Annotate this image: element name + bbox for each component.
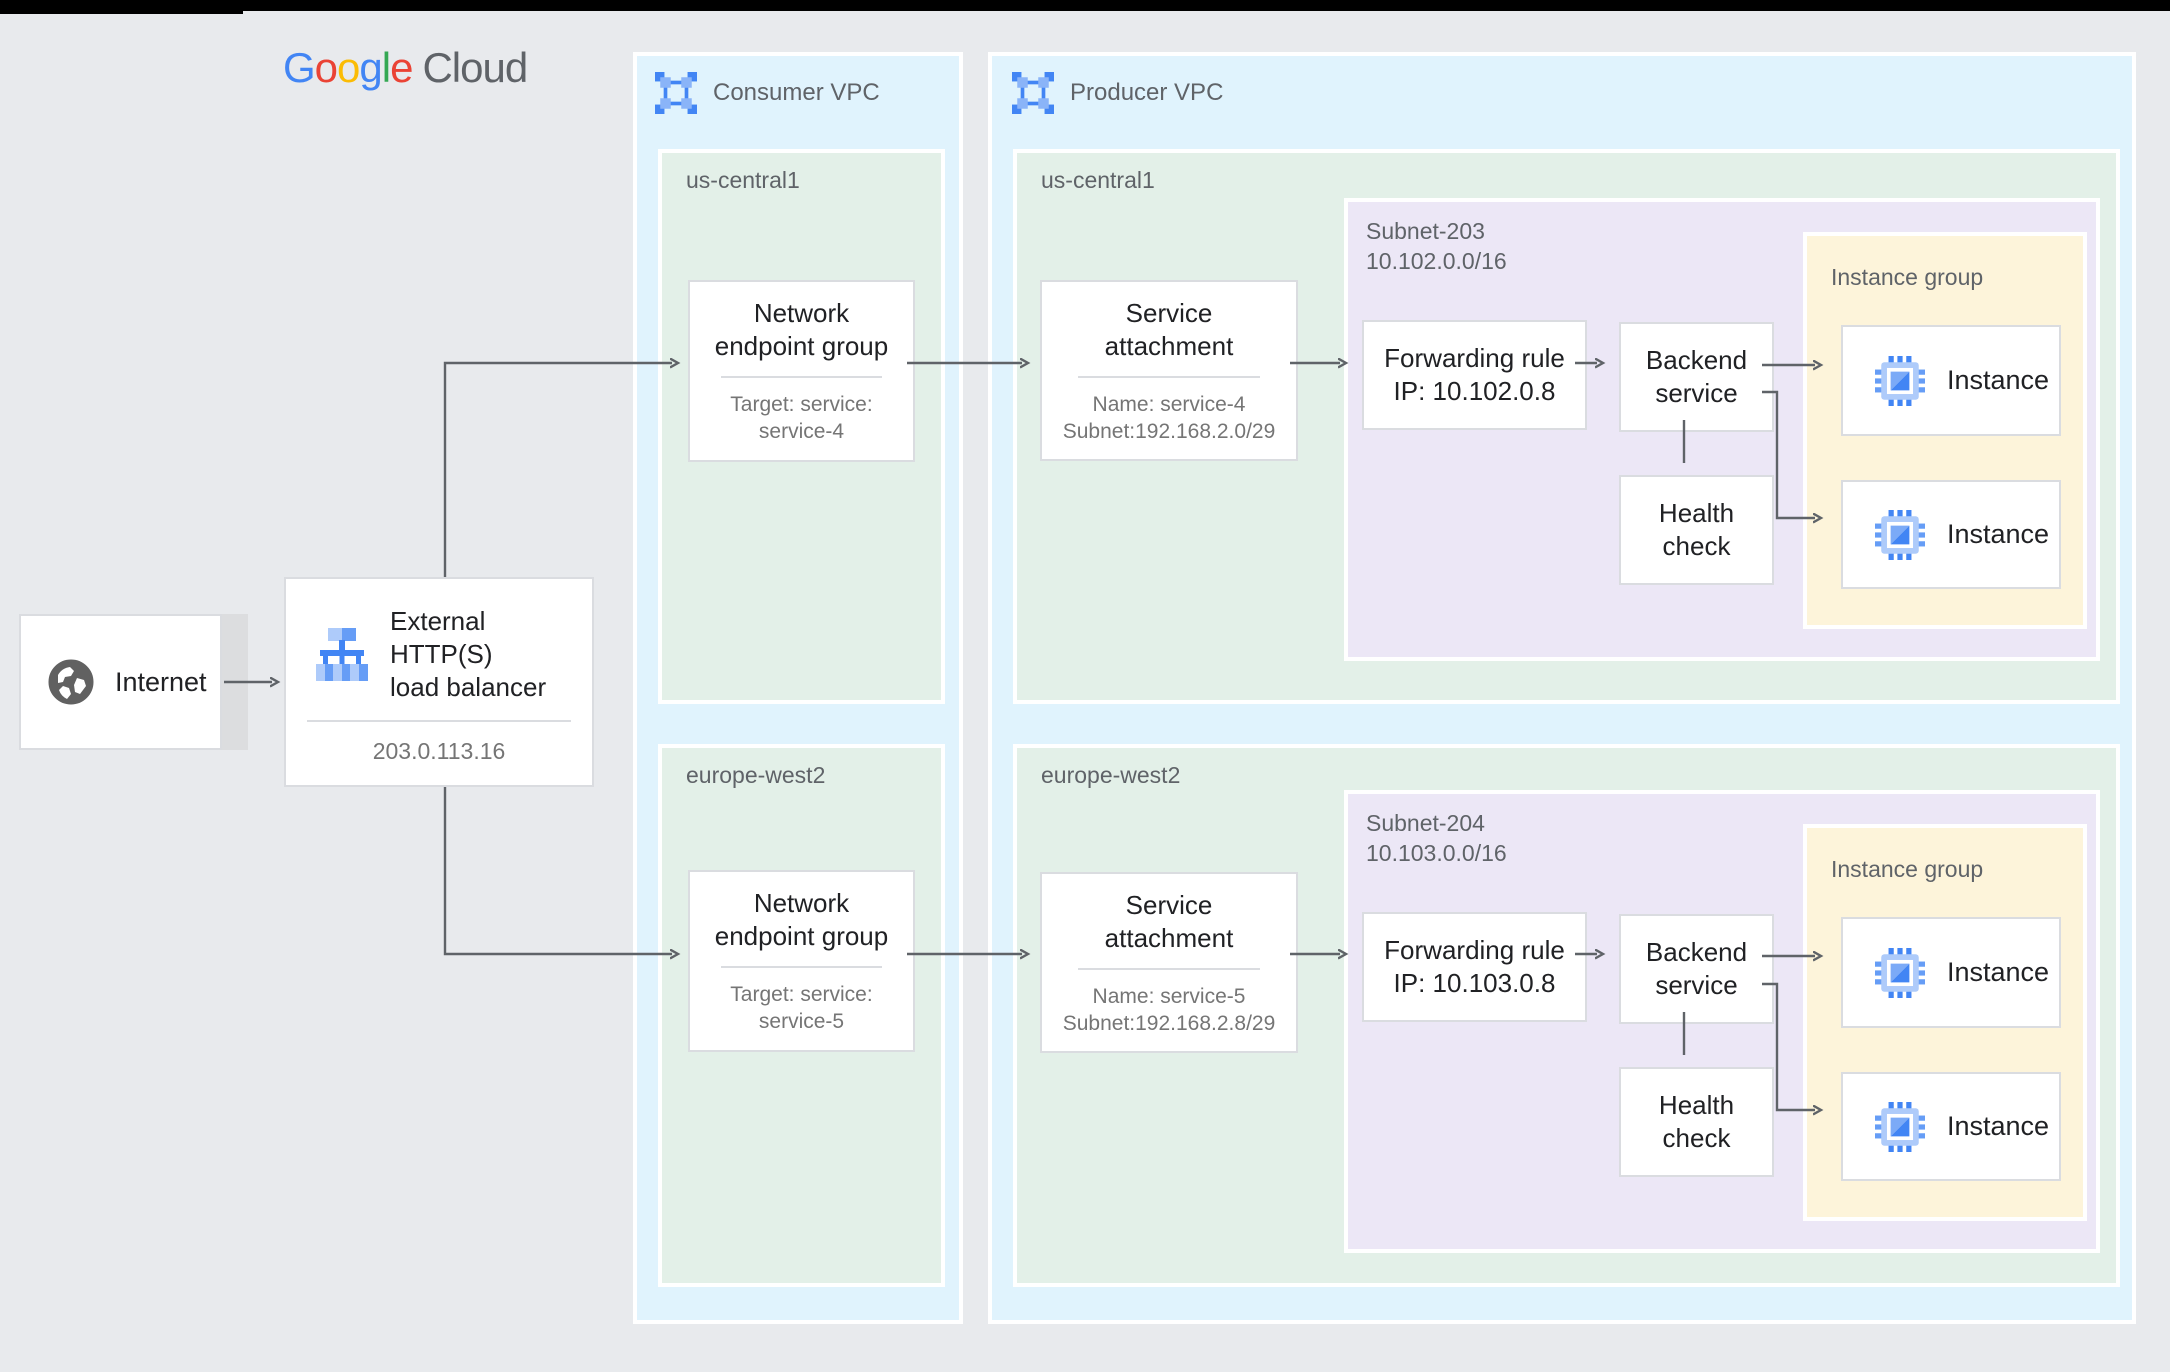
- producer-vpc-label: Producer VPC: [1070, 79, 1224, 106]
- subnet-204-container: Subnet-204 10.103.0.0/16 Forwarding rule…: [1344, 790, 2100, 1253]
- divider: [307, 720, 571, 722]
- vpc-frame-icon: [1012, 72, 1054, 114]
- compute-chip-icon: [1875, 947, 1925, 998]
- instance-card: Instance: [1841, 325, 2061, 436]
- backend-service-card: Backend service: [1619, 322, 1774, 432]
- instance-group-label: Instance group: [1831, 264, 1984, 290]
- card-subtitle: Target: service: service-4: [730, 393, 873, 443]
- logo-letter: g: [359, 44, 382, 91]
- consumer-vpc-label: Consumer VPC: [713, 79, 880, 106]
- instance-label: Instance: [1947, 1111, 2050, 1141]
- compute-chip-icon: [1875, 355, 1925, 406]
- instance-label: Instance: [1947, 519, 2050, 549]
- load-balancer-ip: 203.0.113.16: [372, 738, 506, 764]
- producer-region-us-central1: us-central1 Service attachment Name: ser…: [1013, 149, 2120, 704]
- producer-region-europe-west2: europe-west2 Service attachment Name: se…: [1013, 744, 2120, 1287]
- instance-group-container: Instance group: [1803, 824, 2087, 1221]
- instance-label: Instance: [1947, 365, 2050, 395]
- consumer-vpc-container: Consumer VPC us-central1 Network endpoin…: [633, 52, 963, 1324]
- card-title: Backend service: [1645, 345, 1748, 408]
- region-label: us-central1: [686, 167, 800, 193]
- subnet-label: Subnet-203 10.102.0.0/16: [1366, 218, 1507, 274]
- consumer-region-europe-west2: europe-west2 Network endpoint group Targ…: [658, 744, 945, 1287]
- health-check-card: Health check: [1619, 1067, 1774, 1177]
- globe-icon: [47, 658, 95, 706]
- card-title: Service attachment: [1104, 297, 1234, 361]
- region-label: europe-west2: [686, 762, 826, 788]
- load-balancer-tree-icon: [314, 627, 370, 682]
- instance-group-label: Instance group: [1831, 856, 1984, 882]
- backend-service-card: Backend service: [1619, 914, 1774, 1024]
- vpc-frame-icon: [655, 72, 697, 114]
- card-subtitle: Target: service: service-5: [730, 983, 873, 1033]
- forwarding-rule-card: Forwarding rule IP: 10.103.0.8: [1362, 912, 1587, 1022]
- logo-letter: e: [390, 44, 413, 91]
- consumer-region-us-central1: us-central1 Network endpoint group Targe…: [658, 149, 945, 704]
- divider: [721, 376, 882, 378]
- service-attachment-card: Service attachment Name: service-5 Subne…: [1040, 872, 1298, 1053]
- service-attachment-card: Service attachment Name: service-4 Subne…: [1040, 280, 1298, 461]
- internet-label: Internet: [115, 666, 207, 697]
- network-endpoint-group-card: Network endpoint group Target: service: …: [688, 280, 915, 462]
- card-title: Service attachment: [1104, 889, 1234, 953]
- logo-letter: G: [283, 44, 316, 91]
- logo-letter: o: [314, 44, 338, 91]
- divider: [1077, 375, 1261, 378]
- subnet-label: Subnet-204 10.103.0.0/16: [1366, 810, 1507, 866]
- load-balancer-header: External HTTP(S) load balancer: [286, 579, 592, 704]
- load-balancer-title: External HTTP(S) load balancer: [390, 606, 547, 702]
- card-subtitle: Name: service-5 Subnet:192.168.2.8/29: [1062, 984, 1276, 1035]
- compute-chip-icon: [1875, 509, 1925, 560]
- logo-letter: l: [381, 44, 391, 91]
- card-title: Forwarding rule IP: 10.103.0.8: [1384, 935, 1565, 998]
- card-subtitle: Name: service-4 Subnet:192.168.2.0/29: [1062, 392, 1276, 443]
- card-title: Network endpoint group: [714, 298, 889, 361]
- instance-label: Instance: [1947, 957, 2050, 987]
- instance-card: Instance: [1841, 1072, 2061, 1181]
- external-https-load-balancer-card: External HTTP(S) load balancer 203.0.113…: [284, 577, 594, 787]
- subnet-203-container: Subnet-203 10.102.0.0/16 Forwarding rule…: [1344, 198, 2100, 661]
- card-title: Health check: [1658, 1090, 1735, 1153]
- card-title: Backend service: [1645, 937, 1748, 1000]
- instance-card: Instance: [1841, 917, 2061, 1028]
- card-title: Network endpoint group: [714, 888, 889, 951]
- card-title: Forwarding rule IP: 10.102.0.8: [1384, 343, 1565, 406]
- region-label: europe-west2: [1041, 762, 1181, 788]
- top-black-bar: [0, 0, 2170, 11]
- divider: [1077, 967, 1261, 970]
- producer-vpc-container: Producer VPC us-central1 Service attachm…: [988, 52, 2136, 1324]
- health-check-card: Health check: [1619, 475, 1774, 585]
- logo-letter: o: [337, 44, 360, 91]
- region-label: us-central1: [1041, 167, 1155, 193]
- divider: [721, 966, 882, 968]
- forwarding-rule-card: Forwarding rule IP: 10.102.0.8: [1362, 320, 1587, 430]
- consumer-vpc-header: Consumer VPC: [655, 72, 880, 114]
- producer-vpc-header: Producer VPC: [1012, 72, 1223, 114]
- instance-card: Instance: [1841, 480, 2061, 589]
- top-black-bar-notch: [0, 0, 243, 14]
- internet-node: Internet: [19, 614, 222, 750]
- card-title: Health check: [1658, 498, 1735, 561]
- network-endpoint-group-card: Network endpoint group Target: service: …: [688, 870, 915, 1052]
- logo-cloud-text: Cloud: [422, 44, 528, 91]
- internet-card-shadow: [222, 614, 248, 750]
- compute-chip-icon: [1875, 1101, 1925, 1152]
- instance-group-container: Instance group: [1803, 232, 2087, 629]
